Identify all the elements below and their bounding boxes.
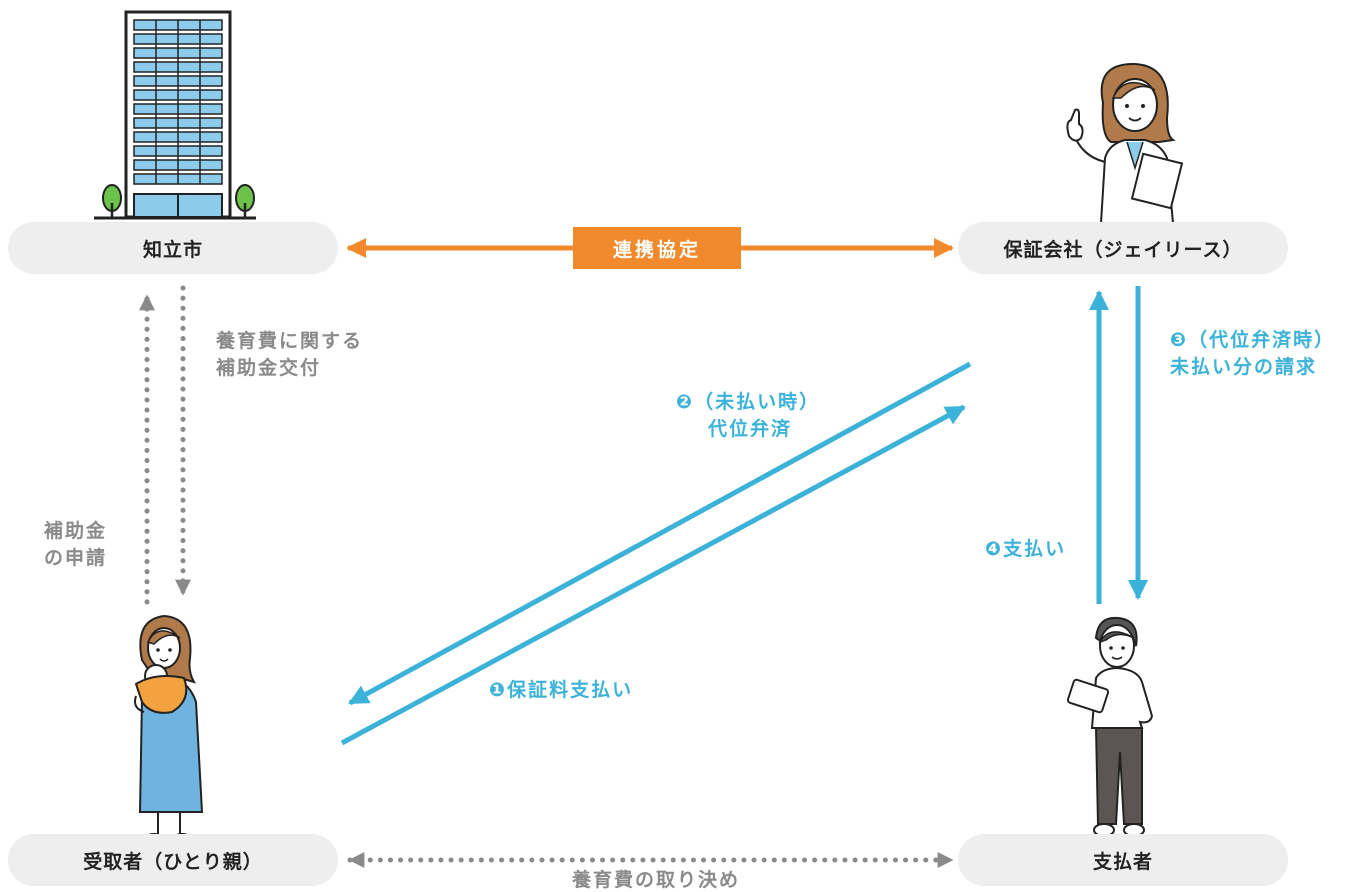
payer-man-with-tablet-icon [1066,616,1154,837]
mother-with-baby-icon [134,614,204,847]
step2-line-2: 代位弁済 [708,418,793,440]
step2-line-1: ❷（未払い時） [676,391,821,413]
step1-label: ❶保証料支払い [489,679,634,701]
city-hall-building-icon [94,10,256,220]
subsidy-grant-line-1: 養育費に関する [216,330,364,352]
step2-arrow [348,361,972,706]
node-city: 知立市 [8,222,338,274]
node-recipient: 受取者（ひとり親） [8,834,338,886]
step3-label: ❸（代位弁済時） 未払い分の請求 [1170,327,1335,381]
step3-line-2: 未払い分の請求 [1170,356,1318,378]
step1-arrow [340,404,966,746]
subsidy-grant-line-2: 補助金交付 [216,357,322,379]
step4-label: ❹支払い [985,538,1067,560]
node-guarantor: 保証会社（ジェイリース） [958,222,1288,274]
subsidy-apply-label: 補助金 の申請 [44,518,107,572]
guarantor-woman-icon [1066,62,1184,223]
agreement-tag: 連携協定 [573,227,741,269]
step2-label: ❷（未払い時） 代位弁済 [676,389,820,443]
subsidy-grant-label: 養育費に関する 補助金交付 [216,328,363,382]
arrangement-label: 養育費の取り決め [572,869,741,891]
node-payer: 支払者 [958,834,1288,886]
step3-line-1: ❸（代位弁済時） [1170,329,1336,351]
subsidy-apply-line-2: の申請 [44,547,108,569]
subsidy-apply-line-1: 補助金 [44,520,108,542]
